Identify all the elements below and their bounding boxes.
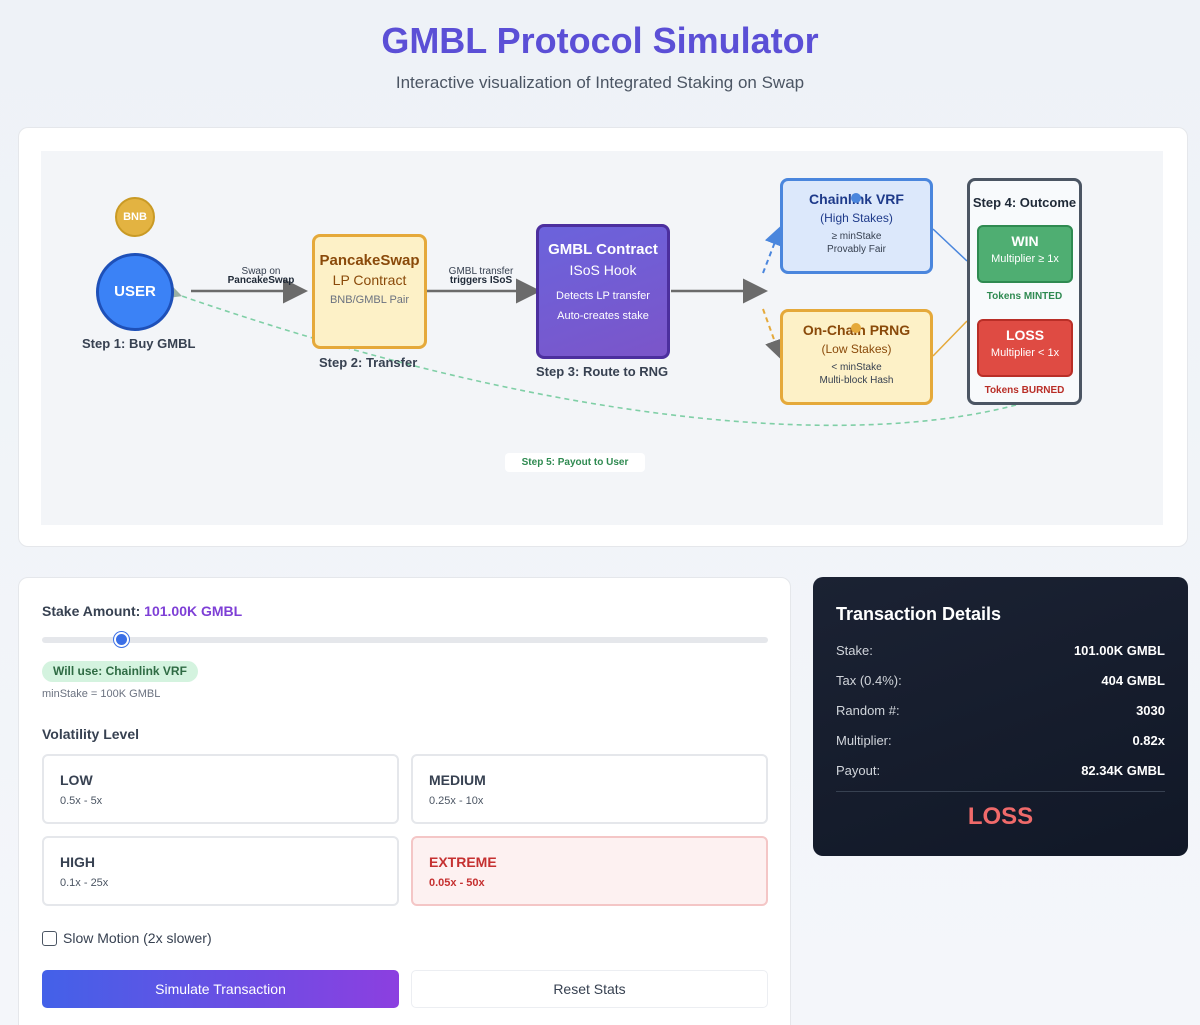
volatility-option-low[interactable]: LOW 0.5x - 5x [42, 754, 399, 824]
gmbl-detail-2: Auto-creates stake [557, 310, 649, 322]
tokens-minted-label: Tokens MINTED [986, 291, 1063, 302]
tx-divider [836, 791, 1165, 792]
rng-method-badge: Will use: Chainlink VRF [42, 661, 198, 682]
loss-detail: Multiplier < 1x [990, 347, 1060, 359]
volatility-option-high[interactable]: HIGH 0.1x - 25x [42, 836, 399, 906]
prng-detail-1: < minStake [831, 362, 882, 373]
protocol-diagram: BNB USER Step 1: Buy GMBL Swap on Pancak… [41, 151, 1163, 525]
slow-motion-toggle[interactable]: Slow Motion (2x slower) [42, 930, 212, 946]
loss-box: LOSS Multiplier < 1x [977, 319, 1073, 377]
volatility-name: HIGH [60, 854, 95, 870]
protocol-diagram-card: BNB USER Step 1: Buy GMBL Swap on Pancak… [18, 127, 1188, 547]
transaction-result: LOSS [967, 803, 1034, 830]
volatility-name: EXTREME [429, 854, 497, 870]
transaction-details-title: Transaction Details [836, 604, 1002, 624]
pancake-subtitle: LP Contract [332, 272, 407, 288]
volatility-name: LOW [60, 772, 93, 788]
outcome-node: Step 4: Outcome WIN Multiplier ≥ 1x Toke… [967, 178, 1082, 405]
bnb-coin-icon: BNB [115, 197, 155, 237]
step2-label: Step 2: Transfer [319, 355, 418, 370]
slow-motion-checkbox[interactable] [42, 931, 57, 946]
prng-subtitle: (Low Stakes) [821, 342, 892, 356]
tx-row-value: 82.34K GMBL [1081, 763, 1165, 778]
volatility-title: Volatility Level [42, 726, 139, 742]
win-box: WIN Multiplier ≥ 1x [977, 225, 1073, 283]
win-label: WIN [1011, 233, 1039, 249]
vrf-detail-1: ≥ minStake [831, 231, 882, 242]
vrf-subtitle: (High Stakes) [820, 211, 893, 225]
line-vrf-to-outcome [932, 228, 968, 262]
volatility-name: MEDIUM [429, 772, 486, 788]
volatility-range: 0.5x - 5x [60, 795, 103, 807]
line-prng-to-outcome [932, 320, 968, 357]
reset-stats-button[interactable]: Reset Stats [411, 970, 768, 1008]
page-title: GMBL Protocol Simulator [381, 20, 819, 61]
pancake-title: PancakeSwap [319, 252, 420, 269]
slow-motion-label: Slow Motion (2x slower) [63, 930, 212, 946]
win-detail: Multiplier ≥ 1x [991, 253, 1059, 265]
tx-row-label: Random #: [836, 703, 900, 718]
simulate-transaction-button[interactable]: Simulate Transaction [42, 970, 399, 1008]
volatility-range: 0.25x - 10x [429, 795, 484, 807]
page-header: GMBL Protocol Simulator Interactive visu… [0, 0, 1200, 125]
volatility-option-medium[interactable]: MEDIUM 0.25x - 10x [411, 754, 768, 824]
tokens-burned-label: Tokens BURNED [984, 385, 1065, 396]
vrf-token-dot-icon [851, 193, 861, 203]
volatility-option-extreme[interactable]: EXTREME 0.05x - 50x [411, 836, 768, 906]
tx-row-value: 0.82x [1132, 733, 1165, 748]
step1-label: Step 1: Buy GMBL [82, 336, 196, 351]
gmbl-detail-1: Detects LP transfer [556, 290, 650, 302]
outcome-title: Step 4: Outcome [972, 195, 1077, 210]
tx-row-value: 404 GMBL [1101, 673, 1165, 688]
pancakeswap-node: PancakeSwap LP Contract BNB/GMBL Pair [312, 234, 427, 349]
gmbl-contract-node: GMBL Contract ISoS Hook Detects LP trans… [536, 224, 670, 359]
page-subtitle: Interactive visualization of Integrated … [395, 73, 805, 92]
tx-row-label: Stake: [836, 643, 873, 658]
controls-card: Stake Amount: 101.00K GMBL Will use: Cha… [18, 577, 791, 1025]
tx-row-payout: Payout: 82.34K GMBL [836, 763, 1165, 781]
minstake-note: minStake = 100K GMBL [42, 688, 161, 700]
arrow-to-vrf [762, 225, 784, 274]
edge-label-swap: Swap on PancakeSwap [227, 266, 295, 286]
chainlink-vrf-node: Chainlink VRF (High Stakes) ≥ minStake P… [780, 178, 933, 274]
pancake-detail: BNB/GMBL Pair [329, 294, 410, 306]
tx-row-label: Multiplier: [836, 733, 892, 748]
step3-label: Step 3: Route to RNG [536, 364, 669, 379]
tx-row-stake: Stake: 101.00K GMBL [836, 643, 1165, 661]
stake-amount-value: 101.00K GMBL [144, 603, 243, 619]
arrow-to-prng [762, 308, 784, 360]
stake-slider-thumb[interactable] [114, 632, 129, 647]
step5-payout-label: Step 5: Payout to User [505, 453, 645, 472]
vrf-detail-2: Provably Fair [827, 244, 886, 255]
stake-label-text: Stake Amount: [42, 603, 141, 619]
transaction-details-card: Transaction Details Stake: 101.00K GMBL … [813, 577, 1188, 856]
loss-label: LOSS [1005, 327, 1045, 343]
stake-amount-label: Stake Amount: 101.00K GMBL [42, 603, 242, 619]
prng-detail-2: Multi-block Hash [819, 375, 894, 386]
gmbl-title: GMBL Contract [548, 241, 658, 258]
volatility-range: 0.1x - 25x [60, 877, 109, 889]
tx-row-value: 101.00K GMBL [1073, 643, 1165, 658]
gmbl-subtitle: ISoS Hook [569, 262, 637, 278]
tx-row-random: Random #: 3030 [836, 703, 1165, 721]
tx-row-value: 3030 [1136, 703, 1165, 718]
user-node: USER [96, 253, 174, 331]
tx-row-label: Tax (0.4%): [836, 673, 902, 688]
tx-row-multiplier: Multiplier: 0.82x [836, 733, 1165, 751]
edge-label-gmbl-transfer: GMBL transfer triggers ISoS [448, 266, 514, 286]
prng-token-dot-icon [851, 323, 861, 333]
tx-row-tax: Tax (0.4%): 404 GMBL [836, 673, 1165, 691]
tx-row-label: Payout: [836, 763, 881, 778]
stake-slider-track[interactable] [42, 637, 768, 643]
volatility-range: 0.05x - 50x [429, 877, 485, 889]
